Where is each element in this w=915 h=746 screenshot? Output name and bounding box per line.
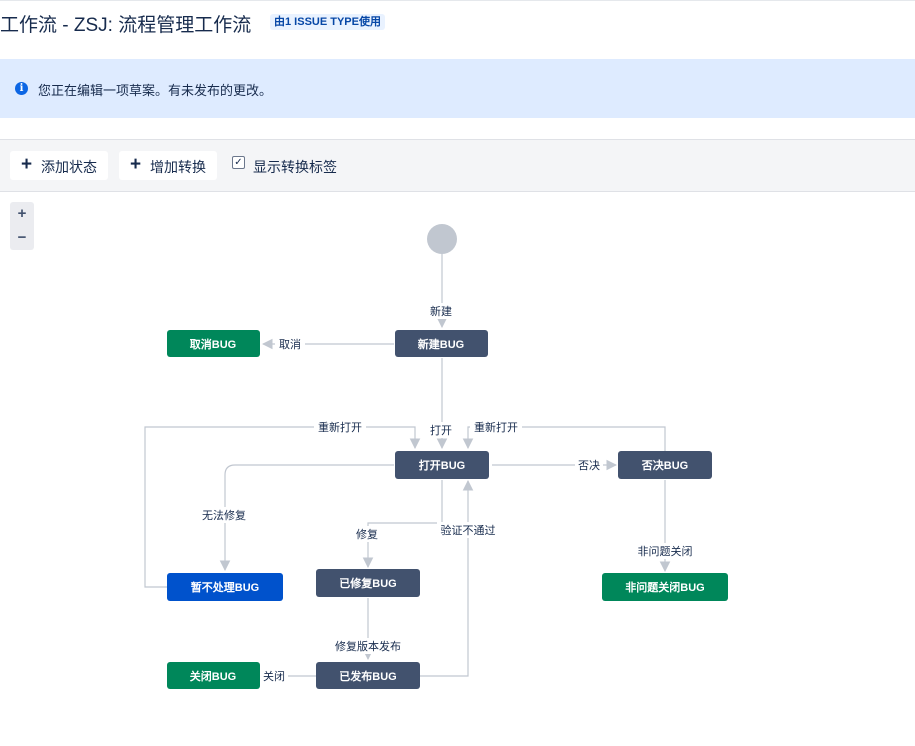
transition-line-reopen-left[interactable]: [144, 426, 421, 588]
status-node-open[interactable]: 打开BUG: [395, 451, 489, 479]
status-node-rejected[interactable]: 否决BUG: [618, 451, 712, 479]
transition-line-verify-failed[interactable]: [419, 479, 474, 677]
status-label: 取消BUG: [190, 337, 236, 351]
plus-icon: +: [21, 154, 33, 175]
transition-line-fix[interactable]: [362, 480, 443, 569]
transition-label-reopen-right[interactable]: 重新打开: [474, 420, 518, 434]
transition-label-reopen-left[interactable]: 重新打开: [318, 420, 362, 434]
banner-text: 您正在编辑一项草案。有未发布的更改。: [38, 83, 273, 98]
usage-badge[interactable]: 由1 ISSUE TYPE使用: [270, 14, 385, 30]
status-label: 打开BUG: [419, 458, 465, 472]
transition-label-reject[interactable]: 否决: [578, 459, 600, 472]
add-transition-button[interactable]: + 增加转换: [119, 151, 217, 180]
status-node-released[interactable]: 已发布BUG: [316, 662, 420, 689]
transition-label-cannot-fix[interactable]: 无法修复: [202, 508, 246, 522]
transition-label-open[interactable]: 打开: [430, 423, 452, 437]
plus-icon: +: [130, 154, 142, 175]
add-status-button[interactable]: + 添加状态: [10, 151, 108, 180]
transition-label-release[interactable]: 修复版本发布: [335, 639, 401, 653]
draft-info-banner: i 您正在编辑一项草案。有未发布的更改。: [0, 59, 915, 118]
status-node-non-issue-closed[interactable]: 非问题关闭BUG: [602, 573, 728, 601]
status-node-on-hold[interactable]: 暂不处理BUG: [167, 573, 283, 601]
show-transition-labels-checkbox[interactable]: ✓: [232, 156, 245, 169]
zoom-in-button[interactable]: +: [17, 205, 27, 222]
status-node-closed[interactable]: 关闭BUG: [167, 662, 260, 689]
add-transition-label: 增加转换: [150, 159, 206, 175]
status-node-fixed[interactable]: 已修复BUG: [316, 569, 420, 597]
zoom-controls: + −: [10, 202, 34, 250]
status-label: 已修复BUG: [339, 576, 396, 590]
start-node[interactable]: [427, 224, 457, 254]
transition-line-reopen-right[interactable]: [462, 426, 666, 451]
status-label: 已发布BUG: [339, 669, 396, 683]
page-header: 工作流 - ZSJ: 流程管理工作流 由1 ISSUE TYPE使用: [0, 0, 915, 45]
status-label: 关闭BUG: [190, 669, 236, 683]
status-label: 新建BUG: [418, 337, 464, 351]
page-title: 工作流 - ZSJ: 流程管理工作流: [0, 15, 252, 36]
workflow-toolbar: + 添加状态 + 增加转换 ✓ 显示转换标签: [0, 139, 915, 192]
show-transition-labels-label: 显示转换标签: [253, 159, 337, 175]
transition-label-fix[interactable]: 修复: [356, 527, 378, 541]
status-node-cancelled[interactable]: 取消BUG: [167, 330, 260, 357]
add-status-label: 添加状态: [41, 159, 97, 175]
transition-label-cancel[interactable]: 取消: [279, 337, 301, 351]
transition-label-create[interactable]: 新建: [430, 304, 452, 318]
transition-label-close[interactable]: 关闭: [263, 669, 285, 683]
transition-label-close-non-issue[interactable]: 非问题关闭: [638, 544, 693, 558]
transition-label-verify-failed[interactable]: 验证不通过: [441, 523, 496, 537]
status-label: 否决BUG: [641, 458, 688, 472]
status-node-new[interactable]: 新建BUG: [395, 330, 488, 357]
status-label: 暂不处理BUG: [191, 580, 259, 594]
info-icon: i: [15, 82, 28, 95]
transition-line-cannot-fix[interactable]: [219, 464, 394, 572]
zoom-out-button[interactable]: −: [17, 229, 27, 246]
status-label: 非问题关闭BUG: [625, 580, 704, 594]
